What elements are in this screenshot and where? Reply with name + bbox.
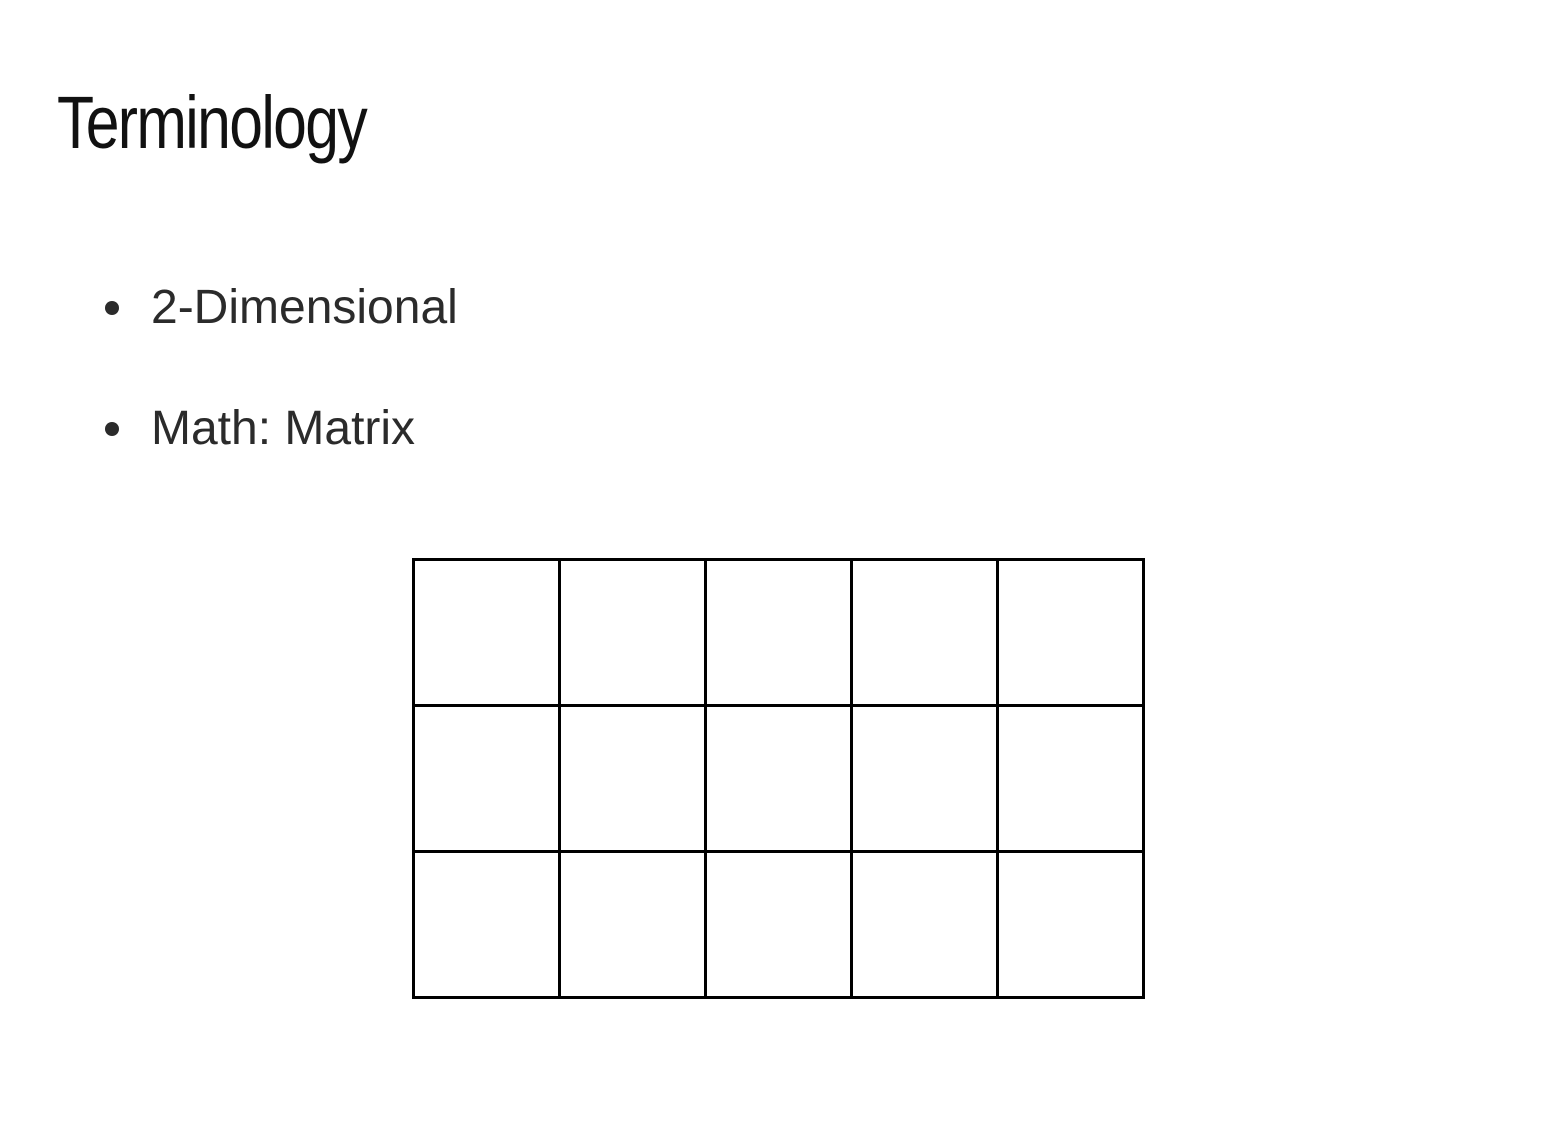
bullet-item: Math: Matrix xyxy=(105,397,458,461)
matrix-row xyxy=(412,558,1145,707)
matrix-cell xyxy=(412,704,561,853)
matrix-row xyxy=(412,850,1145,999)
matrix-cell xyxy=(558,850,707,999)
matrix-cell xyxy=(704,558,853,707)
matrix-cell xyxy=(412,850,561,999)
matrix-cell xyxy=(996,850,1145,999)
bullet-list: 2-Dimensional Math: Matrix xyxy=(105,276,458,518)
matrix-grid xyxy=(412,558,1145,999)
matrix-cell xyxy=(850,704,999,853)
bullet-item: 2-Dimensional xyxy=(105,276,458,340)
matrix-cell xyxy=(850,558,999,707)
matrix-row xyxy=(412,704,1145,853)
matrix-cell xyxy=(850,850,999,999)
bullet-text: 2-Dimensional xyxy=(151,281,458,334)
slide-title: Terminology xyxy=(57,81,368,164)
matrix-cell xyxy=(704,850,853,999)
bullet-text: Math: Matrix xyxy=(151,402,416,455)
matrix-cell xyxy=(996,558,1145,707)
bullet-dot-icon xyxy=(105,301,119,315)
bullet-dot-icon xyxy=(105,422,119,436)
matrix-cell xyxy=(558,558,707,707)
matrix-cell xyxy=(558,704,707,853)
matrix-cell xyxy=(412,558,561,707)
matrix-cell xyxy=(996,704,1145,853)
matrix-cell xyxy=(704,704,853,853)
